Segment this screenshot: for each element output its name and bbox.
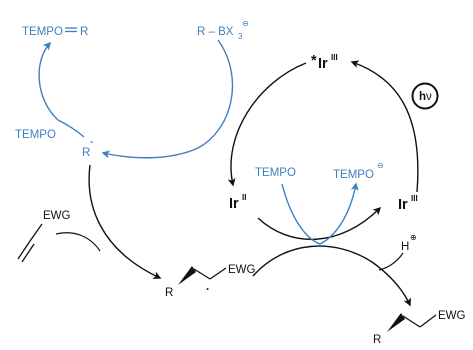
r-radical-label: R [82,147,90,159]
light-circle [411,82,439,110]
ir2-label: Ir [229,196,239,212]
ir3-label: Ir [398,197,408,213]
tempo-r-label: TEMPO [22,26,63,38]
tempo-anion-charge: ⊖ [377,161,384,170]
tempo-r-r-label: R [80,26,88,38]
h-plus-charge: ⊕ [410,233,417,242]
r-bx3-subscript: 3 [238,32,243,41]
arrow-radical-to-intermediate [88,164,162,279]
product-r: R [373,334,381,346]
product-structure [387,313,437,332]
radical-intermediate-ewg: EWG [228,264,256,276]
r-bx3-label: R – BX [197,26,234,38]
arrow-h-plus-input [378,252,404,271]
tempo-mid-label: TEMPO [255,167,296,179]
ir3-oxidation: III [411,194,418,203]
product-ewg: EWG [438,310,466,322]
arrow-radical-intermediate-to-product [252,245,411,307]
radical-intermediate-r: R [165,287,173,299]
hv-h: h [419,91,426,103]
arrow-tempo-to-tempo-r [38,41,59,121]
alkene-structure [17,223,43,263]
ir2-oxidation: II [242,193,246,202]
hv-nu: ν [426,91,432,103]
arrow-tempo-to-tempo-anion [281,182,359,245]
arrow-ir3-excited-to-ir2 [227,62,307,187]
ir3-excited-oxidation: III [331,53,338,62]
h-plus-label: H [401,241,409,253]
radical-intermediate-structure [178,266,227,285]
arrow-rbx3-to-radical [101,39,234,159]
arrow-radical-join [57,119,85,138]
tempo-left-label: TEMPO [15,129,56,141]
ir3-excited-label: Ir [318,56,328,72]
tempo-anion-label: TEMPO [333,169,374,181]
tempo-r-bond [65,27,77,33]
alkene-ewg-label: EWG [43,210,71,222]
radical-intermediate-dot: · [206,284,210,296]
arrow-ir2-to-ir3 [257,206,382,241]
arrow-ir3-to-ir3-excited [350,60,419,193]
r-radical-dot: · [90,137,94,149]
r-bx3-charge: ⊖ [242,19,249,28]
arrow-alkene-input [55,232,101,252]
ir3-excited-star: * [311,53,317,69]
